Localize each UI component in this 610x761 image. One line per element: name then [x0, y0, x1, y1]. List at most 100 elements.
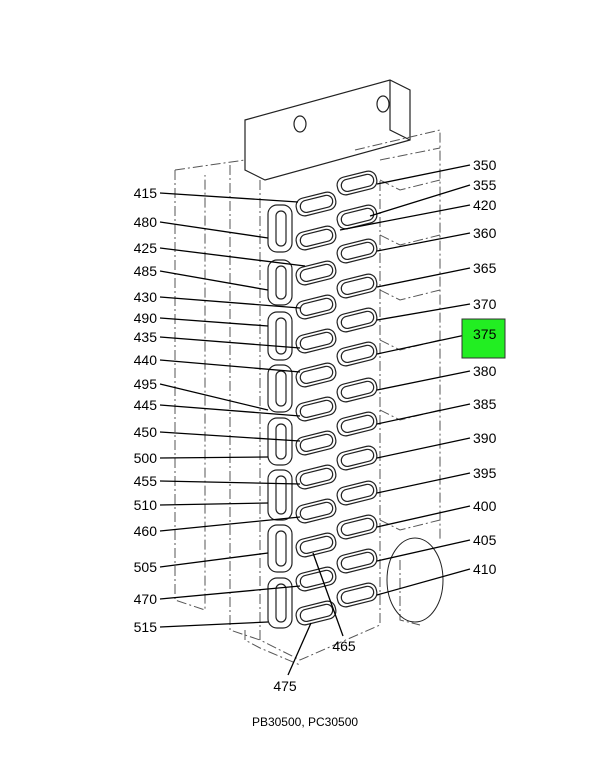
callout-label: 365 [473, 260, 497, 276]
mounting-hole [376, 95, 390, 113]
callout-label: 475 [273, 678, 297, 694]
cavity [336, 548, 378, 574]
leader-line [376, 472, 471, 494]
callout-label: 395 [473, 465, 497, 481]
callout-label: 360 [473, 225, 497, 241]
callout-label: 470 [134, 591, 158, 607]
callout-label: 350 [473, 157, 497, 173]
leader-line [339, 204, 471, 231]
cavity [336, 411, 378, 437]
callout-label: 505 [134, 559, 158, 575]
leader-line [287, 622, 312, 676]
callout-label: 480 [134, 214, 158, 230]
callout-label: 510 [134, 497, 158, 513]
leader-line [159, 247, 306, 267]
cavity [336, 514, 378, 540]
cavity [336, 377, 378, 403]
leader-line [159, 502, 269, 506]
leader-line [369, 184, 471, 217]
callout-label: 460 [134, 523, 158, 539]
cavity [336, 170, 378, 196]
leader-lines [159, 164, 471, 676]
leader-line [376, 232, 471, 252]
cavity [295, 396, 337, 422]
callout-label: 445 [134, 397, 158, 413]
leader-line [159, 221, 269, 239]
round-boss [386, 537, 444, 623]
callout-labels: 415 480 425 485 430 490 435 440 495 445 450 500 455 5… [134, 157, 497, 694]
leader-line [159, 621, 269, 628]
callout-label: 495 [134, 376, 158, 392]
callout-label: 430 [134, 289, 158, 305]
callout-label: 420 [473, 197, 497, 213]
cavity [295, 566, 337, 592]
cavity [295, 191, 337, 217]
cavity [295, 532, 337, 558]
cavity [295, 362, 337, 388]
leader-line [159, 456, 269, 459]
leader-line [159, 192, 299, 203]
cavity [295, 225, 337, 251]
callout-label: 500 [134, 450, 158, 466]
cavity [336, 341, 378, 367]
callout-label: 400 [473, 498, 497, 514]
callout-label: 450 [134, 424, 158, 440]
callout-label: 410 [473, 561, 497, 577]
cavity [336, 238, 378, 264]
callout-label: 405 [473, 532, 497, 548]
leader-line [159, 317, 269, 327]
cavity [295, 294, 337, 320]
cavity [295, 498, 337, 524]
cavity [336, 445, 378, 471]
cavity [336, 480, 378, 506]
leader-line [159, 383, 269, 411]
side-locks [267, 204, 293, 629]
cavity [295, 328, 337, 354]
callout-label: 370 [473, 296, 497, 312]
cavity [295, 600, 337, 626]
leader-line [159, 516, 301, 532]
leader-line [159, 296, 301, 309]
callout-label: 490 [134, 310, 158, 326]
cavity [336, 307, 378, 333]
cavity [295, 464, 337, 490]
leader-line [376, 333, 471, 355]
leader-line [376, 539, 471, 562]
leader-line [376, 370, 471, 391]
callout-label: 440 [134, 352, 158, 368]
leader-line [376, 267, 471, 288]
callout-label: 415 [134, 185, 158, 201]
callout-label: 375 [473, 326, 497, 342]
callout-label: 465 [332, 638, 356, 654]
leader-line [376, 505, 471, 528]
cavity [336, 273, 378, 299]
highlight-box-375 [461, 318, 506, 359]
mounting-hole [293, 115, 307, 133]
cavity [295, 260, 337, 286]
leader-line [159, 552, 269, 568]
callout-label: 455 [134, 473, 158, 489]
leader-line [376, 303, 471, 321]
leader-line [159, 270, 269, 291]
leader-line [159, 404, 301, 417]
leader-line [159, 431, 301, 442]
leader-line [376, 164, 471, 185]
leader-line [376, 437, 471, 459]
callout-label: 485 [134, 263, 158, 279]
callout-label: 390 [473, 430, 497, 446]
callout-label: 515 [134, 619, 158, 635]
callout-label: 355 [473, 177, 497, 193]
housing-outline [174, 79, 444, 666]
leader-line [159, 480, 301, 485]
leader-line [376, 568, 471, 596]
leader-line [159, 336, 301, 349]
callout-label: 435 [134, 329, 158, 345]
figure-caption: PB30500, PC30500 [251, 715, 359, 729]
leader-line [159, 585, 301, 600]
cavity [336, 582, 378, 608]
terminal-cavities [295, 170, 378, 626]
leader-line [376, 403, 471, 425]
callout-label: 425 [134, 240, 158, 256]
cavity [295, 430, 337, 456]
